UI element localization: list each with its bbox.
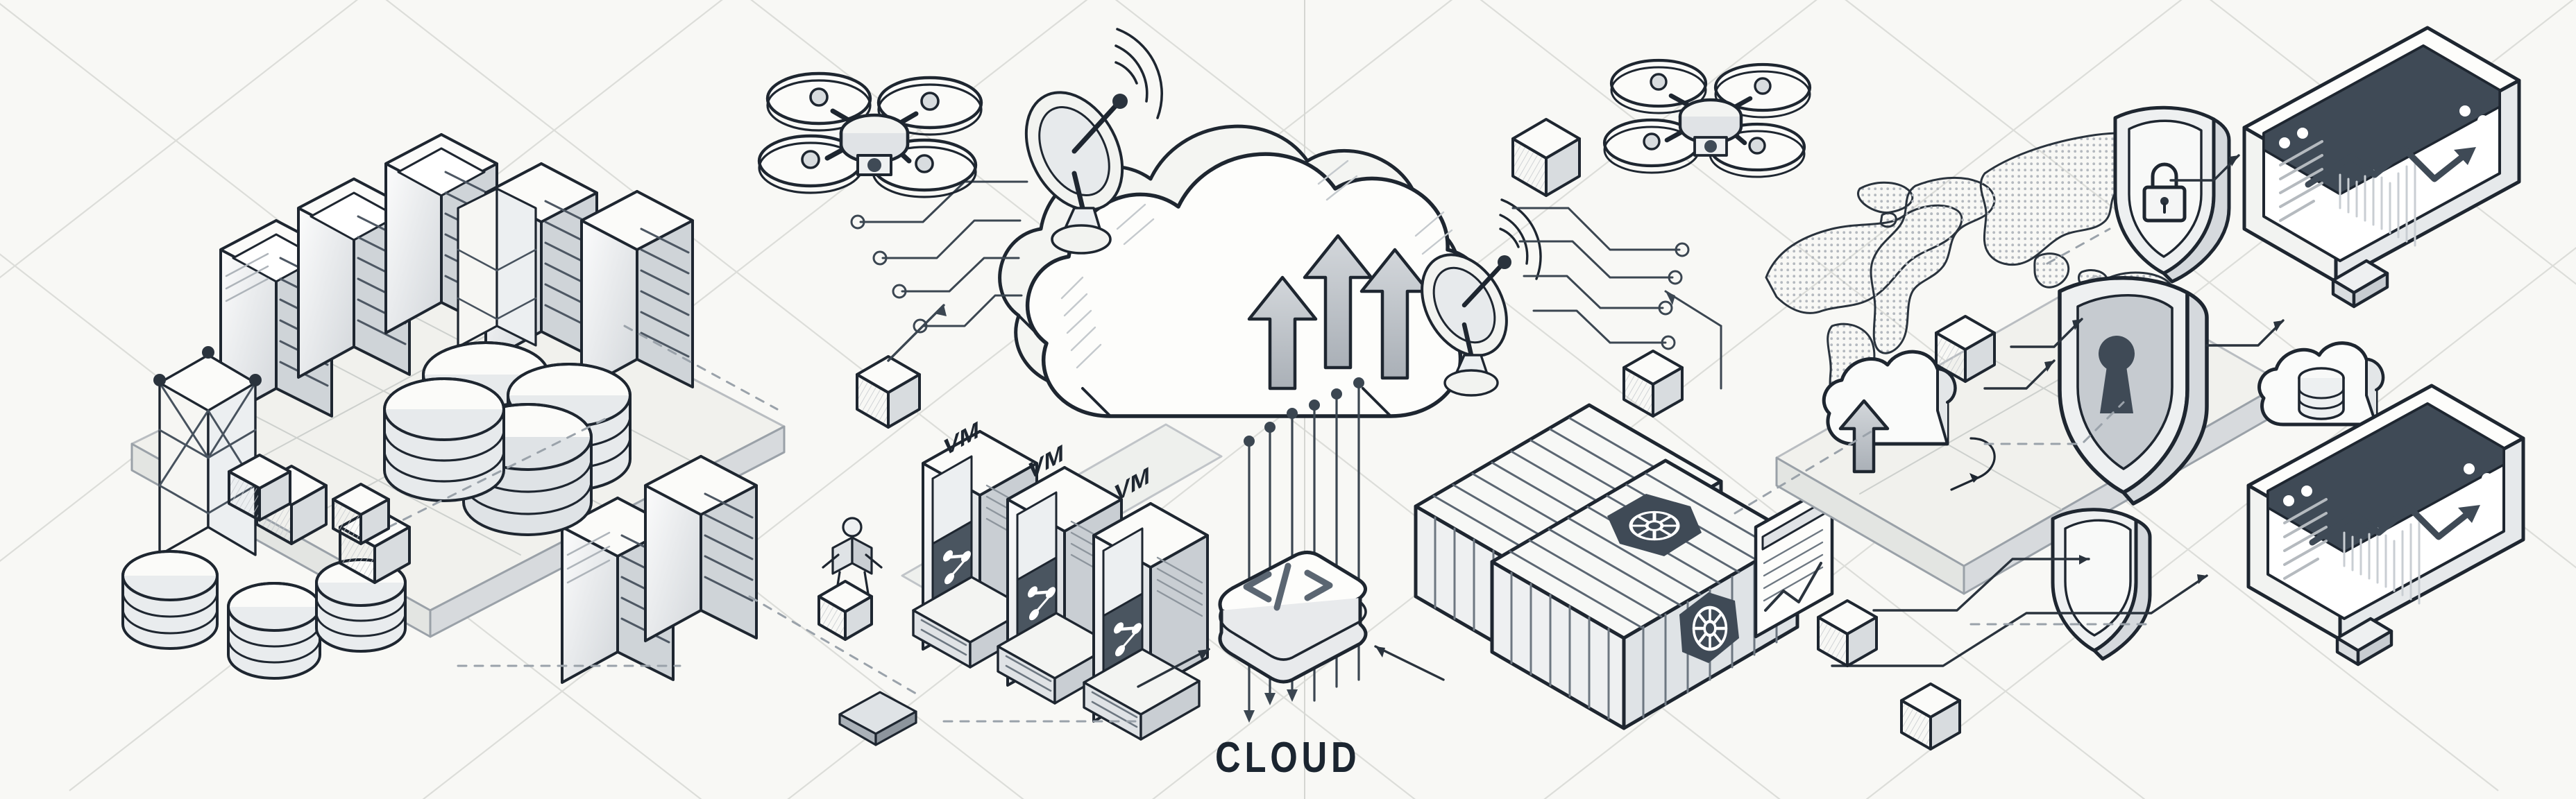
database-cluster bbox=[383, 341, 632, 536]
keyhole-icon bbox=[2099, 336, 2135, 413]
circuit-traces-right bbox=[1511, 207, 1722, 390]
database-cylinder bbox=[227, 582, 321, 680]
floating-cube bbox=[1817, 599, 1878, 667]
kubernetes-helm-icon bbox=[1679, 592, 1739, 663]
storage-cube bbox=[856, 355, 921, 429]
page-title: CLOUD bbox=[0, 733, 2576, 782]
drone-right bbox=[1602, 58, 1812, 178]
container-group bbox=[1414, 403, 1799, 730]
circuit-traces-left bbox=[850, 180, 1028, 362]
floating-cube bbox=[1511, 118, 1581, 197]
trend-arrow bbox=[2309, 504, 2475, 546]
floating-cube bbox=[1622, 350, 1684, 418]
chart-card bbox=[1754, 482, 1834, 639]
padlock-icon bbox=[2142, 162, 2187, 223]
vm-tower-group: VM bbox=[901, 415, 1223, 741]
code-block bbox=[1137, 551, 1445, 688]
cloud-database bbox=[2257, 341, 2385, 427]
server-rack-cluster bbox=[219, 133, 758, 684]
floating-cube bbox=[228, 454, 291, 522]
satellite-dish-right bbox=[1421, 198, 1542, 397]
kubernetes-helm-icon bbox=[1607, 494, 1702, 556]
vm-tower: VM bbox=[1083, 461, 1209, 741]
equipment-cube bbox=[817, 580, 873, 641]
cloud-growth-arrows bbox=[1247, 234, 1430, 390]
vm-tower: VM bbox=[912, 415, 1038, 669]
database-cylinder bbox=[383, 377, 505, 502]
cloud-upload bbox=[1822, 350, 1996, 491]
laptop-device bbox=[838, 691, 917, 746]
dashed-connectors bbox=[387, 227, 2153, 723]
antenna-lattice-tower-secondary bbox=[457, 187, 537, 348]
database-icon-small bbox=[2298, 367, 2345, 420]
server-rack bbox=[644, 455, 758, 642]
analytics-monitor-bottom bbox=[2246, 384, 2525, 667]
shipping-container bbox=[1490, 458, 1799, 730]
page-title-text: CLOUD bbox=[1215, 734, 1361, 782]
drone-left bbox=[757, 71, 983, 198]
code-glyph bbox=[1243, 562, 1333, 611]
shield-padlock bbox=[2113, 105, 2231, 284]
right-connectors bbox=[1831, 154, 2285, 667]
trend-arrow bbox=[2305, 146, 2471, 188]
antenna-lattice-tower bbox=[153, 346, 262, 556]
shield-plain bbox=[2051, 508, 2152, 661]
floating-cube bbox=[332, 483, 390, 545]
floating-cube bbox=[1900, 682, 1961, 750]
floating-cube bbox=[1935, 315, 1996, 383]
database-cylinder bbox=[121, 550, 219, 650]
satellite-dish-left bbox=[1024, 28, 1163, 255]
analytics-monitor-top bbox=[2242, 26, 2521, 309]
server-rack bbox=[580, 190, 694, 391]
